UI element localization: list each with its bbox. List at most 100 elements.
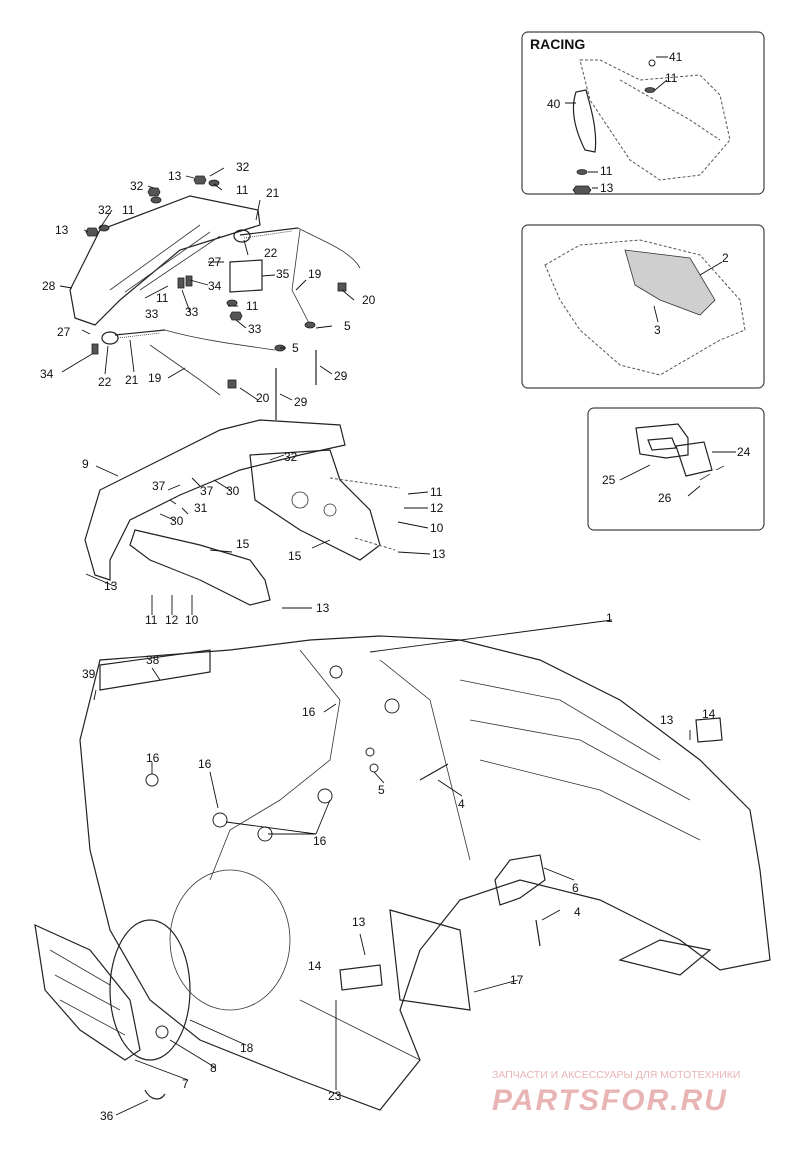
plug-8 (155, 1025, 169, 1039)
callout-31: 31 (194, 501, 208, 515)
callout-41: 41 (669, 50, 683, 64)
callout-14: 14 (702, 707, 716, 721)
callout-32: 32 (236, 160, 250, 174)
callout-32: 32 (130, 179, 144, 193)
callout-30: 30 (170, 514, 184, 528)
callout-5: 5 (292, 341, 299, 355)
callout-33: 33 (145, 307, 159, 321)
watermark-caption: ЗАПЧАСТИ И АКСЕССУАРЫ ДЛЯ МОТОТЕХНИКИ (492, 1069, 740, 1081)
inset-racing: RACING 41 11 40 11 13 (521, 31, 765, 195)
callout-13: 13 (316, 601, 330, 615)
cover-18 (109, 919, 191, 1061)
callout-11: 11 (156, 291, 169, 305)
main-chassis: 1 39 38 16 16 16 16 13 14 5 4 6 4 13 14 … (34, 611, 771, 1123)
callout-27: 27 (208, 255, 222, 269)
callout-14: 14 (308, 959, 322, 973)
callout-5: 5 (378, 783, 385, 797)
support-15 (249, 449, 381, 561)
watermark: ЗАПЧАСТИ И АКСЕССУАРЫ ДЛЯ МОТОТЕХНИКИ PA… (492, 1069, 740, 1117)
callout-24: 24 (737, 445, 751, 459)
grommet-22 (233, 229, 251, 243)
callout-19: 19 (308, 267, 322, 281)
callout-28: 28 (42, 279, 56, 293)
clip-36 (144, 1089, 166, 1100)
callout-12: 12 (165, 613, 179, 627)
bracket-14 (695, 717, 723, 743)
pad-17 (389, 909, 471, 1011)
insulation-pad-2 (624, 249, 716, 316)
callout-15: 15 (288, 549, 302, 563)
callout-33: 33 (248, 322, 262, 336)
callout-38: 38 (146, 653, 160, 667)
callout-3: 3 (654, 323, 661, 337)
callout-35: 35 (276, 267, 290, 281)
callout-13: 13 (352, 915, 366, 929)
callout-4: 4 (574, 905, 581, 919)
callout-13: 13 (600, 181, 614, 195)
callout-20: 20 (362, 293, 376, 307)
callout-20: 20 (256, 391, 270, 405)
inset-bracket-frame (587, 407, 765, 531)
callout-12: 12 (430, 501, 444, 515)
plate-35 (229, 259, 263, 293)
callout-34: 34 (40, 367, 54, 381)
inset-racing-frame (521, 31, 765, 195)
callout-17: 17 (510, 973, 524, 987)
callout-13: 13 (660, 713, 674, 727)
callout-25: 25 (602, 473, 616, 487)
callout-13: 13 (432, 547, 446, 561)
callout-34: 34 (208, 279, 222, 293)
callout-16: 16 (198, 757, 212, 771)
callout-23: 23 (328, 1089, 342, 1103)
rear-bumper-assembly: 13 32 32 11 21 32 11 13 22 27 35 19 28 1… (40, 160, 376, 420)
callout-39: 39 (82, 667, 96, 681)
callout-11: 11 (246, 299, 259, 313)
support-15 (129, 529, 271, 606)
callout-4: 4 (458, 797, 465, 811)
callout-9: 9 (82, 457, 89, 471)
callout-32: 32 (98, 203, 112, 217)
callout-18: 18 (240, 1041, 254, 1055)
callout-6: 6 (572, 881, 579, 895)
callout-11: 11 (665, 71, 678, 85)
callout-10: 10 (185, 613, 199, 627)
callout-7: 7 (182, 1077, 189, 1091)
watermark-logo: PARTSFOR.RU (492, 1084, 728, 1117)
callout-15: 15 (236, 537, 250, 551)
callout-40: 40 (547, 97, 561, 111)
bracket-14 (339, 964, 383, 991)
inset-bracket: 24 25 26 (587, 407, 765, 531)
callout-30: 30 (226, 484, 240, 498)
bracket-24 (675, 441, 713, 477)
callout-11: 11 (122, 203, 135, 217)
callout-27: 27 (57, 325, 71, 339)
callout-21: 21 (125, 373, 139, 387)
callout-11: 11 (236, 183, 249, 197)
callout-29: 29 (294, 395, 308, 409)
callout-11: 11 (430, 485, 443, 499)
callout-32: 32 (284, 450, 298, 464)
bracket-6 (494, 854, 546, 906)
side-panel-7 (34, 923, 141, 1061)
callout-8: 8 (210, 1061, 217, 1075)
callout-11: 11 (145, 613, 158, 627)
callout-10: 10 (430, 521, 444, 535)
racing-frame-outline (579, 59, 731, 181)
callout-16: 16 (302, 705, 316, 719)
callout-22: 22 (264, 246, 278, 260)
bracket-25 (635, 423, 689, 459)
tunnel-outline (544, 239, 746, 376)
inset-insulation-frame (521, 224, 765, 389)
callout-33: 33 (185, 305, 199, 319)
callout-37: 37 (152, 479, 166, 493)
callout-13: 13 (104, 579, 118, 593)
callout-13: 13 (55, 223, 69, 237)
inset-racing-title: RACING (530, 36, 585, 52)
inset-insulation: 2 3 (521, 224, 765, 389)
callout-1: 1 (606, 611, 613, 625)
callout-29: 29 (334, 369, 348, 383)
callout-19: 19 (148, 371, 162, 385)
grab-handle-40 (572, 89, 597, 153)
callout-2: 2 (722, 251, 729, 265)
callout-16: 16 (146, 751, 160, 765)
